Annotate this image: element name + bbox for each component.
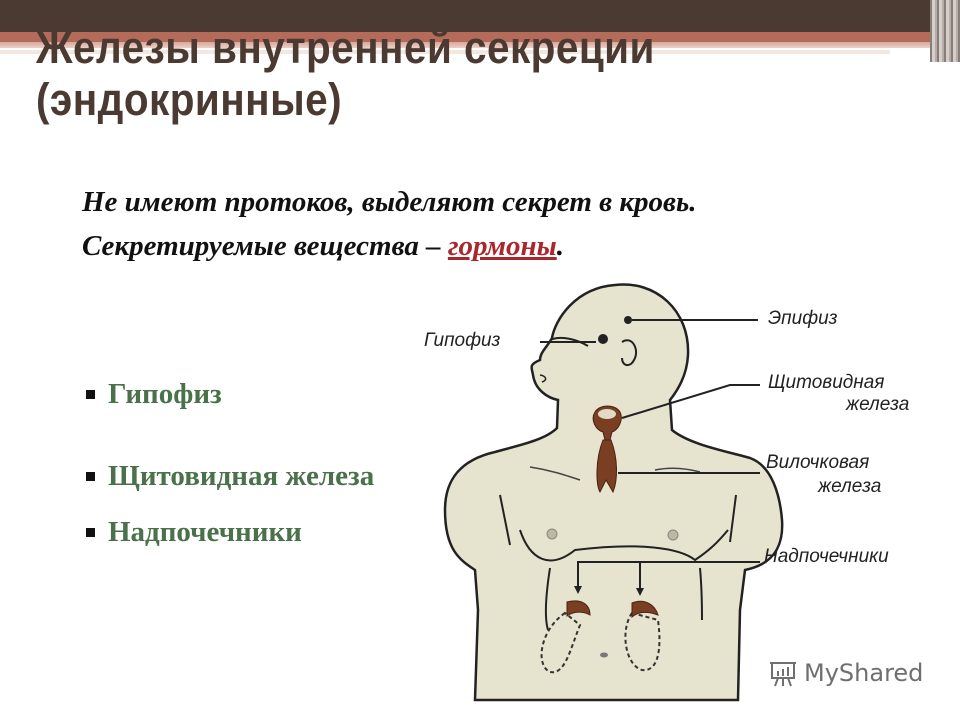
- header-accent-gradient: [0, 42, 930, 48]
- label-pituitary: Гипофиз: [424, 330, 501, 351]
- adrenal-right: [631, 600, 659, 619]
- body-outline: [443, 283, 784, 702]
- endocrine-diagram: Гипофиз Эпифиз Щитовидная железа Вилочко…: [400, 280, 960, 720]
- label-thyroid-1: Щитовидная: [768, 372, 885, 393]
- kidney-right: [624, 611, 661, 672]
- header-accent-line: [0, 50, 890, 54]
- watermark: MyShared: [768, 658, 923, 688]
- list-item-adrenal: Надпочечники: [82, 514, 402, 550]
- header-bar: [0, 0, 960, 32]
- slide-subtitle: Не имеют протоков, выделяют секрет в кро…: [82, 180, 942, 268]
- presentation-board-icon: [770, 662, 796, 687]
- human-body-illustration: [443, 283, 784, 702]
- adrenal-left: [566, 600, 591, 617]
- header-stripes: [930, 0, 960, 62]
- subtitle-line-1: Не имеют протоков, выделяют секрет в кро…: [82, 186, 697, 218]
- label-thymus-2: железа: [818, 476, 882, 497]
- ear-outline: [621, 339, 638, 366]
- gland-list: Гипофиз Щитовидная железа Надпочечники: [82, 376, 402, 550]
- list-item-pituitary: Гипофиз: [82, 376, 402, 412]
- label-pineal: Эпифиз: [768, 308, 838, 329]
- label-thyroid-2: железа: [846, 394, 910, 415]
- thymus-gland: [596, 439, 617, 494]
- label-adrenal: Надпочечники: [764, 546, 889, 567]
- subtitle-prefix: Секретируемые вещества –: [82, 230, 448, 262]
- slide-title: Железы внутренней секреции (эндокринные): [36, 22, 655, 125]
- pineal-dot: [624, 316, 632, 324]
- subtitle-line-2: Секретируемые вещества – гормоны.: [82, 224, 942, 268]
- watermark-text: MyShared: [804, 659, 924, 687]
- header-accent-bar: [0, 32, 930, 42]
- hormones-link[interactable]: гормоны: [447, 230, 557, 262]
- list-item-thyroid: Щитовидная железа: [82, 458, 402, 494]
- subtitle-suffix: .: [556, 230, 564, 262]
- pituitary-dot: [598, 334, 608, 344]
- label-thymus-1: Вилочковая: [766, 452, 870, 473]
